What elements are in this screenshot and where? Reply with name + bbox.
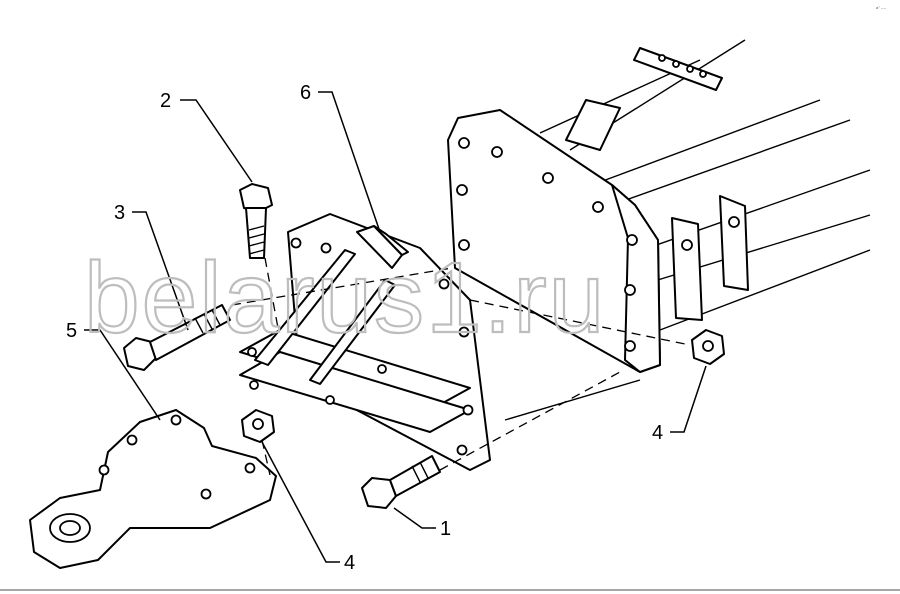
callout-5: 5 — [66, 320, 77, 342]
bolt-part-2 — [239, 183, 273, 259]
callout-4-right: 4 — [652, 422, 663, 444]
hitch-bracket — [239, 213, 491, 471]
nut-part-4-left — [241, 409, 275, 443]
bolt-part-1 — [361, 455, 441, 509]
leader-lines — [84, 91, 707, 563]
watermark-text: belarus1.ru — [84, 242, 606, 354]
nut-part-4-right — [691, 329, 725, 365]
frame-rear-plate — [447, 39, 871, 421]
corner-mark: a° ---- — [876, 5, 887, 10]
callout-4-left: 4 — [344, 552, 355, 574]
callout-1: 1 — [440, 518, 451, 540]
callout-2: 2 — [160, 90, 171, 112]
callout-6: 6 — [300, 82, 311, 104]
pin-part-6 — [356, 225, 409, 269]
drawbar-part-5 — [29, 409, 277, 569]
bolt-part-3 — [123, 304, 231, 371]
callout-3: 3 — [114, 202, 125, 224]
